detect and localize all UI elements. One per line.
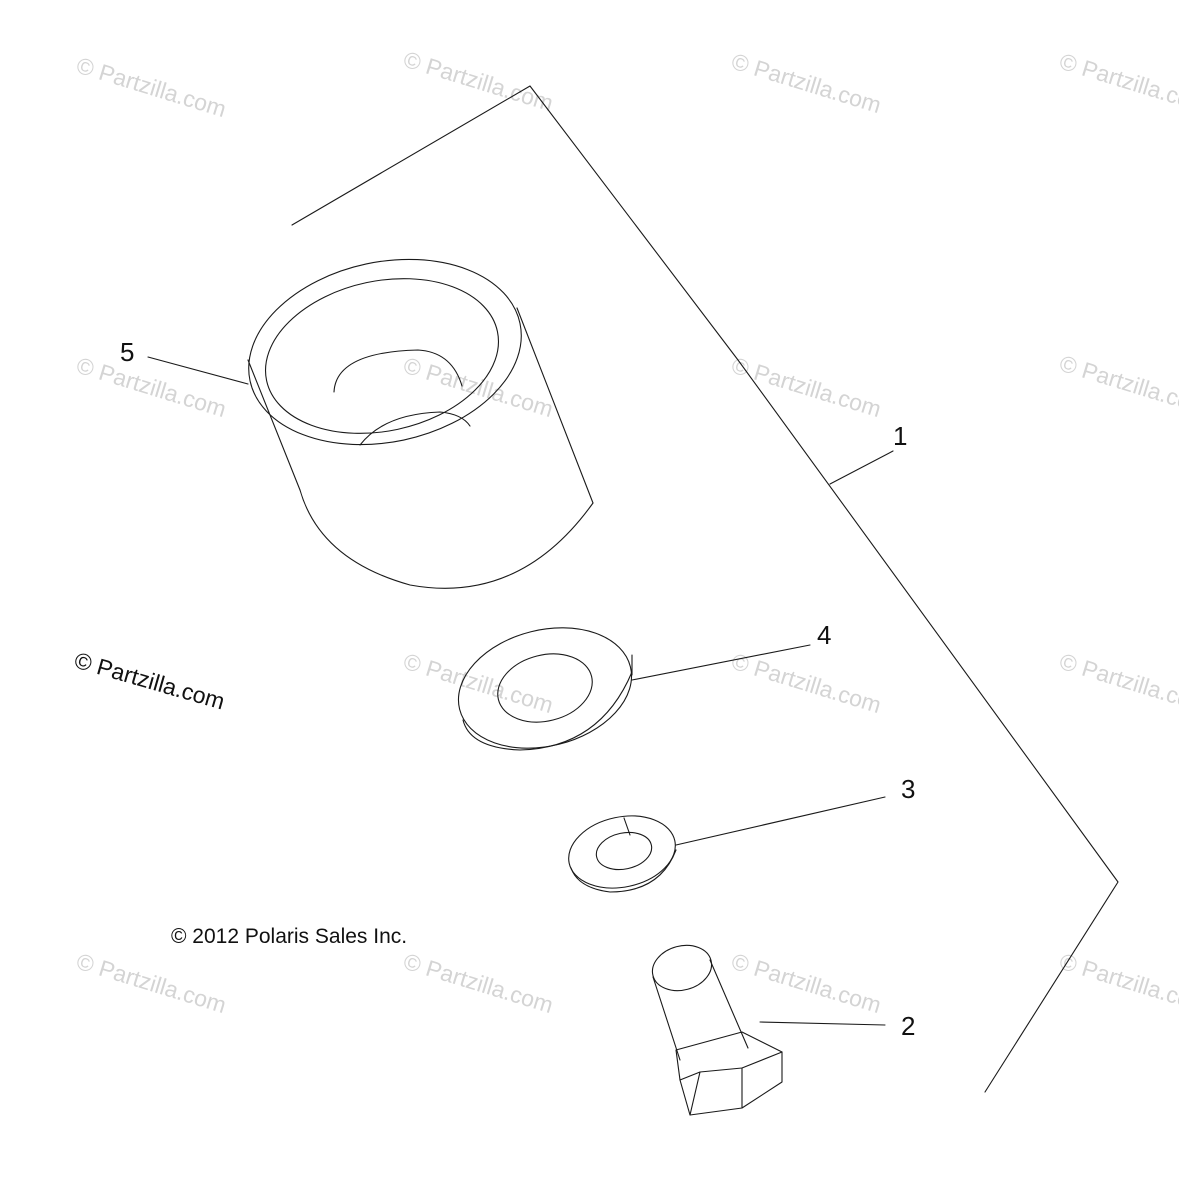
callout-4: 4 [817, 620, 831, 650]
callout-2: 2 [901, 1011, 915, 1041]
watermark: © Partzilla.com [729, 48, 885, 118]
watermark: © Partzilla.com [401, 648, 557, 718]
leader-lines [147, 356, 894, 1026]
part-4-washer [457, 627, 633, 751]
callout-5: 5 [120, 337, 134, 367]
part-3-lock-washer [568, 815, 677, 893]
leader-line-2 [759, 1021, 886, 1026]
partzilla-brand-mark: © Partzilla.com [72, 647, 228, 715]
watermark: © Partzilla.com [74, 52, 230, 122]
part-5-cup [247, 258, 594, 589]
leader-line-5 [147, 356, 249, 385]
callout-1: 1 [893, 421, 907, 451]
watermark: © Partzilla.com [401, 46, 557, 116]
watermark: © Partzilla.com [729, 648, 885, 718]
leader-line-4 [631, 644, 811, 681]
leader-line-3 [675, 796, 886, 846]
watermark: © Partzilla.com [729, 948, 885, 1018]
watermark-layer: © Partzilla.com © Partzilla.com © Partzi… [74, 46, 1179, 1018]
watermark: © Partzilla.com [74, 352, 230, 422]
watermark: © Partzilla.com [401, 948, 557, 1018]
leader-line-1 [829, 450, 894, 485]
watermark: © Partzilla.com [74, 948, 230, 1018]
watermark: © Partzilla.com [1057, 948, 1179, 1018]
part-2-bolt [651, 944, 783, 1116]
watermark: © Partzilla.com [729, 352, 885, 422]
callout-3: 3 [901, 774, 915, 804]
assembly-boundary [291, 85, 1119, 1093]
watermark: © Partzilla.com [1057, 350, 1179, 420]
copyright-notice: © 2012 Polaris Sales Inc. [171, 925, 407, 948]
watermark: © Partzilla.com [1057, 48, 1179, 118]
watermark: © Partzilla.com [1057, 648, 1179, 718]
